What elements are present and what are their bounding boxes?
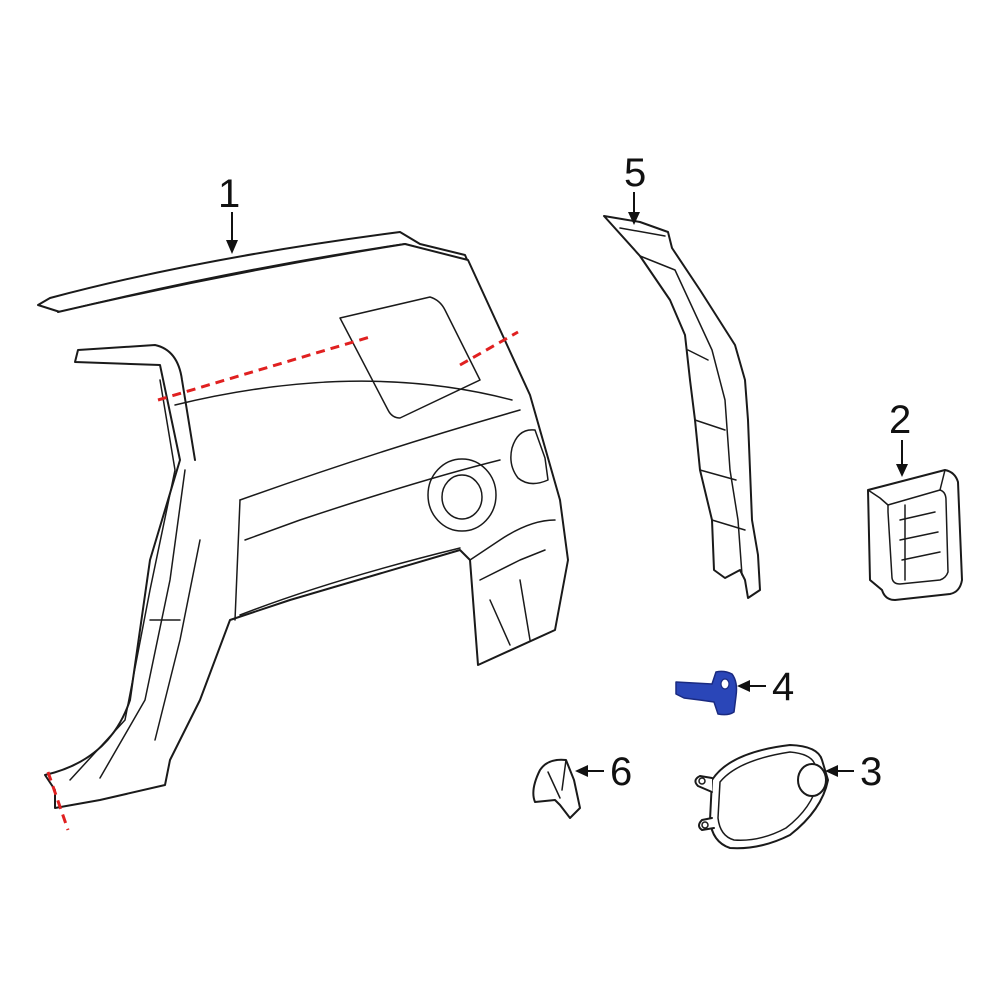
callout-5-arrowhead xyxy=(628,212,640,225)
part-2-inner xyxy=(887,489,949,585)
part-3-door-outer xyxy=(709,744,829,850)
part-2-rim xyxy=(867,469,946,591)
part-6-bracket[interactable] xyxy=(532,758,581,819)
part-5-detail-2 xyxy=(687,349,746,531)
part-1-window xyxy=(339,296,481,419)
part-6-outline xyxy=(532,758,581,819)
part-3-hinge-hole-lower xyxy=(701,821,709,829)
part-3-fuel-door[interactable] xyxy=(694,744,829,850)
part-1-rear-frame xyxy=(469,519,556,646)
callout-6-arrowhead xyxy=(575,765,588,777)
callout-4-arrowhead xyxy=(737,680,750,692)
part-5-pillar-reinforcement[interactable] xyxy=(603,215,761,599)
part-1-pillar-lines xyxy=(69,379,201,781)
part-1-taillight-opening xyxy=(510,429,549,485)
part-1-fuel-opening-inner xyxy=(441,474,483,520)
callout-2: 2 xyxy=(889,398,911,442)
part-1-cut-line-rocker xyxy=(46,771,70,831)
callout-1: 1 xyxy=(218,172,240,216)
part-4-hinge[interactable] xyxy=(675,670,738,716)
part-1-cut-line-rear xyxy=(459,330,519,367)
part-2-ribs xyxy=(899,504,941,581)
part-1-cut-line-upper xyxy=(157,335,371,402)
part-2-outer xyxy=(867,469,963,601)
callout-4: 4 xyxy=(772,665,794,709)
part-6-fold xyxy=(547,759,567,799)
part-4-hinge-shape xyxy=(675,670,738,716)
callout-3-arrowhead xyxy=(825,765,838,777)
callout-3: 3 xyxy=(860,750,882,794)
part-4-hinge-hole xyxy=(720,678,730,690)
part-3-hinge-hole-upper xyxy=(698,777,706,785)
part-3-door-tab xyxy=(797,763,827,797)
callout-5: 5 xyxy=(624,151,646,195)
part-2-fuel-pocket[interactable] xyxy=(867,469,963,601)
part-1-body-crease xyxy=(239,409,521,541)
part-5-detail-1 xyxy=(619,227,743,576)
callout-1-arrowhead xyxy=(226,240,238,254)
part-1-quarter-panel[interactable] xyxy=(37,231,569,831)
callout-2-arrowhead xyxy=(896,464,908,477)
part-3-door-inner xyxy=(717,751,819,841)
part-1-belt-line xyxy=(174,380,513,406)
part-1-lower-crease xyxy=(234,499,461,621)
part-5-outline xyxy=(603,215,761,599)
part-1-fuel-opening-outer xyxy=(427,458,497,532)
callout-6: 6 xyxy=(610,750,632,794)
part-1-body xyxy=(44,243,569,809)
